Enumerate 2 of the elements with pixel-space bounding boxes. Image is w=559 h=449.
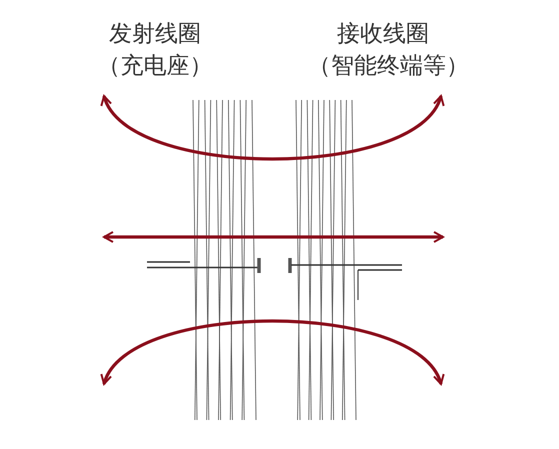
coil-label: 发射线圈（充电座） <box>96 20 214 81</box>
coil-label: 接收线圈（智能终端等） <box>308 20 458 81</box>
